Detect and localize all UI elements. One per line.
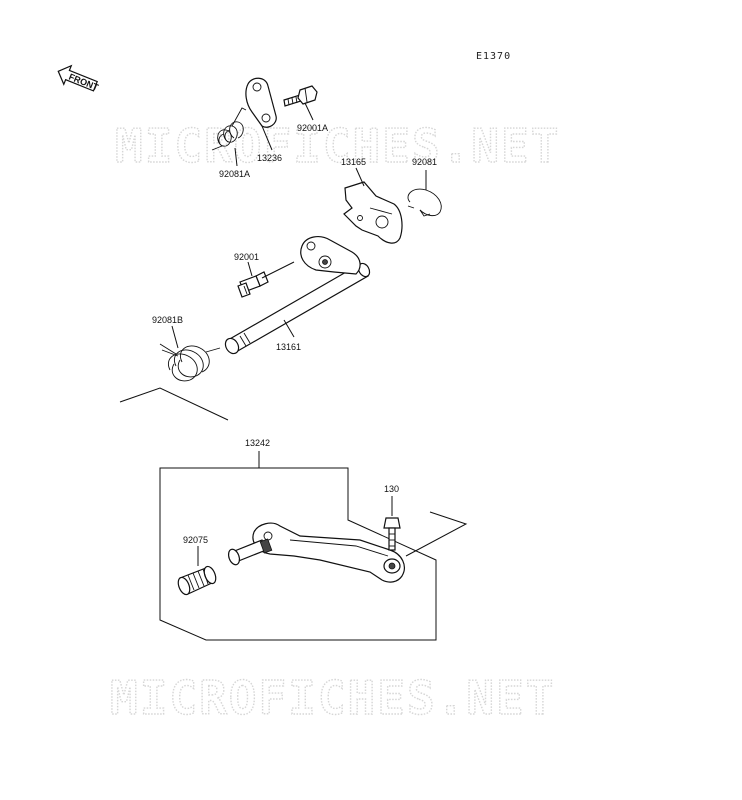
label-92081: 92081 [412,157,437,167]
guide-line-upper [119,387,229,421]
label-130: 130 [384,484,399,494]
bracket-13165 [343,181,403,244]
spring-92081B [159,343,221,382]
label-13236: 13236 [257,153,282,163]
clip-92081 [407,188,442,217]
plate-13236 [245,77,277,128]
bolt-92001 [237,271,269,298]
label-92081A: 92081A [219,169,250,179]
label-13242: 13242 [245,438,270,448]
shaft-13161 [224,236,371,355]
label-13161: 13161 [276,342,301,352]
bolt-130 [383,517,401,551]
bracket-frame-13242 [159,467,437,641]
rubber-92075 [177,565,217,596]
label-92075: 92075 [183,535,208,545]
label-13165: 13165 [341,157,366,167]
front-arrow-icon: FRONT [57,64,100,93]
pedal-lever-13242 [227,522,405,583]
watermark-bottom: MICROFICHES.NET [110,671,555,725]
label-92081B: 92081B [152,315,183,325]
spring-92081A [211,107,247,151]
bolt-92001A [283,85,318,107]
guide-line-lower [405,511,468,557]
diagram-code: E1370 [476,51,511,62]
label-92001: 92001 [234,252,259,262]
watermark-top: MICROFICHES.NET [115,119,560,173]
label-92001A: 92001A [297,123,328,133]
front-label: FRONT [67,72,100,93]
